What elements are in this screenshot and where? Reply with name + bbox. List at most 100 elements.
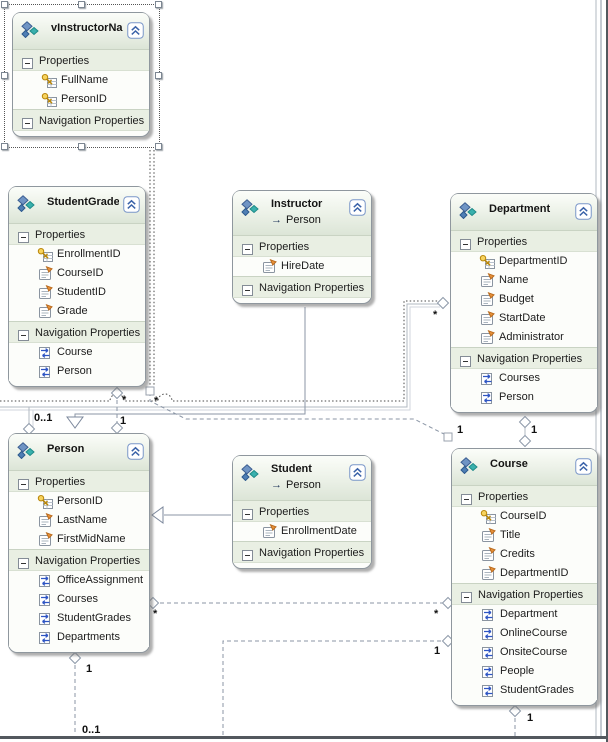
property-row-person[interactable]: Person xyxy=(451,388,597,407)
property-row-lastname[interactable]: LastName xyxy=(9,511,149,530)
property-row-firstmidname[interactable]: FirstMidName xyxy=(9,530,149,549)
selection-handle[interactable] xyxy=(77,142,85,150)
assoc-department-person-b[interactable] xyxy=(0,306,440,411)
selection-handle[interactable] xyxy=(154,71,162,79)
section-header-properties[interactable]: Properties xyxy=(233,500,371,522)
property-row-title[interactable]: Title xyxy=(452,526,597,545)
section-header-properties[interactable]: Properties xyxy=(452,485,597,507)
section-header-properties[interactable]: Properties xyxy=(13,49,149,71)
selection-handle[interactable] xyxy=(0,142,8,150)
property-row-departments[interactable]: Departments xyxy=(9,628,149,647)
collapse-button[interactable] xyxy=(123,196,140,213)
property-row-courseid[interactable]: CourseID xyxy=(9,264,145,283)
collapse-button[interactable] xyxy=(575,203,592,220)
section-header-navigation-properties[interactable]: Navigation Properties xyxy=(451,347,597,369)
base-type-name: Person xyxy=(286,214,321,226)
property-label: Properties xyxy=(478,491,529,503)
inheritance-arrow-left-icon xyxy=(151,506,164,524)
collapse-button[interactable] xyxy=(575,458,592,475)
property-row-studentid[interactable]: StudentID xyxy=(9,283,145,302)
selection-handle[interactable] xyxy=(154,142,162,150)
property-row-budget[interactable]: Budget xyxy=(451,290,597,309)
entity-type-icon xyxy=(17,442,35,460)
property-row-enrollmentid[interactable]: EnrollmentID xyxy=(9,245,145,264)
collapse-button[interactable] xyxy=(127,443,144,460)
assoc-course-offscreen-left[interactable] xyxy=(222,640,448,736)
entity-title: StudentGrade xyxy=(47,196,119,208)
section-header-navigation-properties[interactable]: Navigation Properties xyxy=(452,583,597,605)
entity-header[interactable]: StudentGrade xyxy=(9,187,145,223)
collapse-minus-icon xyxy=(461,589,472,603)
property-row-grade[interactable]: Grade xyxy=(9,302,145,321)
entity-type-icon xyxy=(241,199,259,217)
property-row-person[interactable]: Person xyxy=(9,362,145,381)
property-row-course[interactable]: Course xyxy=(9,343,145,362)
property-row-officeassignment[interactable]: OfficeAssignment xyxy=(9,571,149,590)
scalar-property-icon xyxy=(479,310,495,327)
property-row-personid[interactable]: PersonID xyxy=(9,492,149,511)
entity-header[interactable]: vInstructorNa... xyxy=(13,13,149,49)
property-row-studentgrades[interactable]: StudentGrades xyxy=(452,681,597,700)
property-row-startdate[interactable]: StartDate xyxy=(451,309,597,328)
scalar-property-icon xyxy=(480,546,496,563)
assoc-department-person-selected[interactable] xyxy=(0,300,440,402)
section-header-properties[interactable]: Properties xyxy=(451,230,597,252)
section-header-properties[interactable]: Properties xyxy=(9,470,149,492)
property-label: Credits xyxy=(500,548,535,560)
property-row-personid[interactable]: PersonID xyxy=(13,90,149,109)
property-row-studentgrades[interactable]: StudentGrades xyxy=(9,609,149,628)
collapse-button[interactable] xyxy=(349,464,366,481)
collapse-button[interactable] xyxy=(127,22,144,39)
inheritance-arrow-down-icon xyxy=(66,416,84,429)
assoc-department-person-a[interactable] xyxy=(0,303,440,408)
entity-header[interactable]: Person xyxy=(9,434,149,470)
inherit-instructor-person[interactable] xyxy=(74,307,306,417)
property-row-departmentid[interactable]: DepartmentID xyxy=(452,564,597,583)
entity-vinstructorname[interactable]: vInstructorNa...PropertiesFullNamePerson… xyxy=(12,12,150,137)
property-row-onsitecourse[interactable]: OnsiteCourse xyxy=(452,643,597,662)
selection-handle[interactable] xyxy=(154,0,162,8)
property-row-fullname[interactable]: FullName xyxy=(13,71,149,90)
entity-header[interactable]: Department xyxy=(451,194,597,230)
property-row-enrollmentdate[interactable]: EnrollmentDate xyxy=(233,522,371,541)
selection-handle[interactable] xyxy=(0,0,8,8)
property-row-name[interactable]: Name xyxy=(451,271,597,290)
property-row-people[interactable]: People xyxy=(452,662,597,681)
entity-header[interactable]: Instructor→Person xyxy=(233,191,371,235)
property-row-hiredate[interactable]: HireDate xyxy=(233,257,371,276)
property-row-departmentid[interactable]: DepartmentID xyxy=(451,252,597,271)
property-label: Navigation Properties xyxy=(39,115,145,127)
connector-bend-handle[interactable] xyxy=(145,386,155,396)
property-row-courses[interactable]: Courses xyxy=(451,369,597,388)
connector-bend-handle[interactable] xyxy=(443,432,453,442)
property-row-onlinecourse[interactable]: OnlineCourse xyxy=(452,624,597,643)
property-row-credits[interactable]: Credits xyxy=(452,545,597,564)
multiplicity-label: 1 xyxy=(531,424,537,436)
collapse-minus-icon xyxy=(18,476,29,490)
section-header-navigation-properties[interactable]: Navigation Properties xyxy=(9,549,149,571)
property-row-courseid[interactable]: CourseID xyxy=(452,507,597,526)
collapse-button[interactable] xyxy=(349,199,366,216)
property-label: Budget xyxy=(499,293,534,305)
section-header-properties[interactable]: Properties xyxy=(233,235,371,257)
property-row-administrator[interactable]: Administrator xyxy=(451,328,597,347)
section-header-navigation-properties[interactable]: Navigation Properties xyxy=(13,109,149,131)
entity-header[interactable]: Student→Person xyxy=(233,456,371,500)
property-row-courses[interactable]: Courses xyxy=(9,590,149,609)
section-header-properties[interactable]: Properties xyxy=(9,223,145,245)
entity-header[interactable]: Course xyxy=(452,449,597,485)
selection-handle[interactable] xyxy=(0,71,8,79)
section-header-navigation-properties[interactable]: Navigation Properties xyxy=(233,276,371,298)
section-header-navigation-properties[interactable]: Navigation Properties xyxy=(233,541,371,563)
property-row-department[interactable]: Department xyxy=(452,605,597,624)
section-header-navigation-properties[interactable]: Navigation Properties xyxy=(9,321,145,343)
selection-handle[interactable] xyxy=(77,0,85,8)
assoc-studentgrade-course[interactable] xyxy=(149,392,449,437)
